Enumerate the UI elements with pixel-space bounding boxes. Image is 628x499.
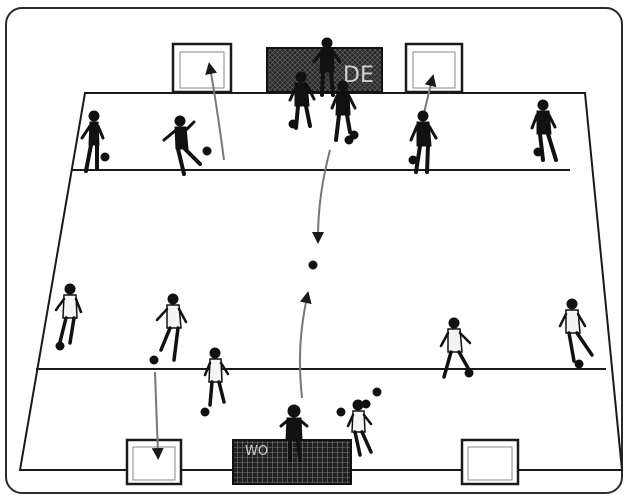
dark-player-right-center [409, 110, 438, 174]
light-player-bottom-right [346, 399, 373, 457]
light-player-bottom-left [203, 347, 230, 407]
dark-player-right-wing [530, 99, 558, 162]
arrow-to-bottom-left-goal [151, 371, 164, 460]
light-team-players [54, 283, 594, 457]
arrow-up-from-keeper [298, 291, 312, 399]
ball [372, 387, 382, 397]
dark-player-center-left [288, 71, 316, 130]
dark-player-left-wing [80, 110, 105, 173]
light-player-left-center [155, 293, 188, 362]
top-goal-label: DE [343, 63, 374, 88]
dark-player-center-right [330, 80, 357, 142]
ball [464, 368, 474, 378]
top-right-mini-goal [404, 42, 464, 94]
top-left-mini-goal [171, 42, 233, 94]
bottom-goal-label: WO [245, 444, 268, 459]
ball [408, 155, 418, 165]
arrow-long-ball-down [312, 149, 331, 244]
dark-player-kicking [162, 115, 202, 176]
dark-goalkeeper-bottom [279, 404, 309, 462]
ball [361, 399, 371, 409]
ball [149, 355, 159, 365]
bottom-left-mini-goal [125, 438, 183, 486]
dark-team-players [80, 37, 558, 462]
ball [574, 359, 584, 369]
ball [100, 152, 110, 162]
ball [344, 135, 354, 145]
ball [202, 146, 212, 156]
ball [336, 407, 346, 417]
arrow-to-top-left-goal [205, 62, 225, 161]
dark-goalkeeper-top [312, 37, 342, 97]
ball [55, 341, 65, 351]
ball [308, 260, 318, 270]
light-player-right-center [439, 317, 472, 379]
light-player-left-wing [54, 283, 83, 345]
ball [200, 407, 210, 417]
balls [55, 119, 584, 417]
light-player-right-wing [558, 298, 594, 363]
bottom-right-mini-goal [460, 438, 520, 486]
movement-arrows [151, 62, 437, 460]
